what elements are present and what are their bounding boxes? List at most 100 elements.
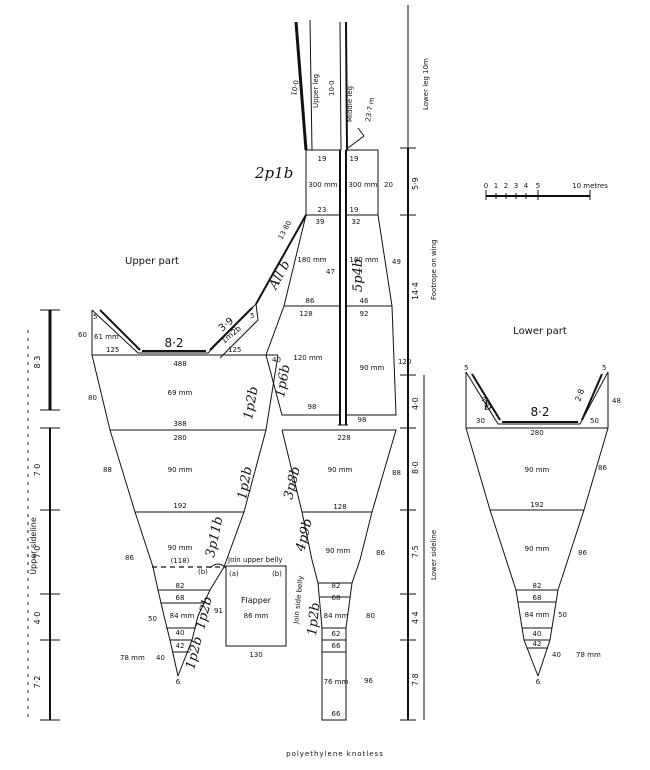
side-b5: 98	[358, 416, 367, 424]
right-axis: Lower leg 10m 5·9 14·4 Footrope on wing …	[400, 5, 438, 721]
side-side1: 20	[384, 181, 393, 189]
lower-b2: 82	[533, 582, 542, 590]
lower-part-title: Lower part	[513, 326, 567, 337]
side-top: 19	[350, 155, 359, 163]
flapper: (a) (b) Flapper 86 mm 130 91	[209, 563, 287, 659]
cut-1p2b-b: 1p2b	[235, 465, 256, 500]
side-right-80: 80	[366, 612, 375, 620]
row2-side: 88	[103, 466, 112, 474]
lower-b4: 40	[533, 630, 542, 638]
cone-d: 42	[176, 642, 185, 650]
mid-mesh1: 300 mm	[308, 181, 337, 189]
cut-1p2b-a: 1p2b	[241, 385, 262, 420]
scale-bar: 0 1 2 3 4 5 10 metres	[484, 182, 608, 200]
right-axis-seg4: 8·0	[411, 461, 420, 474]
mid-top-leg: 13·80	[277, 219, 293, 240]
left-axis-seg3: 7·0	[33, 546, 42, 559]
side-side3: 120	[398, 358, 411, 366]
side-right-86: 86	[376, 549, 385, 557]
cone-c: 40	[176, 629, 185, 637]
flapper-label: Flapper	[241, 596, 272, 605]
row1-side: 80	[88, 394, 97, 402]
body-bot: 66	[332, 710, 341, 718]
side-mesh1: 300 mm	[348, 181, 377, 189]
body-b4: 62	[332, 630, 341, 638]
scale-3: 3	[514, 182, 518, 190]
mid-mesh3: 120 mm	[293, 354, 322, 362]
lower-wing-side: 48	[612, 397, 621, 405]
cut-1p2b-c: 1p2b	[193, 595, 216, 631]
lower-side3: 50	[558, 611, 567, 619]
mid-top: 19	[318, 155, 327, 163]
upper-leg-len: 10·0	[290, 80, 301, 97]
b-label: (b)	[198, 568, 208, 576]
side-cut: 5p4b	[351, 259, 366, 292]
row3-side: 86	[125, 554, 134, 562]
middle-leg-len: 10·0	[328, 80, 336, 96]
wing-base-label: 125	[106, 346, 119, 354]
wing-top-label: 5	[93, 313, 97, 321]
side-b1: 19	[350, 206, 359, 214]
wing-side-label: 60	[78, 331, 87, 339]
row1-mesh: 69 mm	[168, 389, 193, 397]
scale-2: 2	[504, 182, 508, 190]
upper-part-title: Upper part	[125, 256, 179, 267]
side-mesh3: 90 mm	[360, 364, 385, 372]
join-side-belly: Join side belly	[292, 575, 305, 625]
body-top: 228	[337, 434, 350, 442]
body-b3: 68	[332, 594, 341, 602]
lower-mesh2: 90 mm	[525, 545, 550, 553]
side-panel: 19 300 mm 20 19 32 180 mm 49 46 92 90 mm…	[338, 149, 411, 685]
side-b2: 32	[352, 218, 361, 226]
lower-b1: 192	[530, 501, 543, 509]
footrope-label: Footrope on wing	[430, 239, 438, 300]
body-b2: 82	[332, 582, 341, 590]
flapper-mesh: 86 mm	[244, 612, 269, 620]
lower-wing-base-l: 30	[476, 417, 485, 425]
lower-cut-b: b	[484, 399, 492, 414]
cone-mesh: 84 mm	[170, 612, 195, 620]
row3-mesh: 90 mm	[168, 544, 193, 552]
mid-all-b: All b	[266, 258, 294, 293]
left-sideline-axis: 8·3 7·0 7·0 4·0 7·2 Upper sideline	[27, 309, 60, 721]
body-b5: 66	[332, 642, 341, 650]
side-mesh2: 180 mm	[349, 256, 378, 264]
lower-mesh3: 84 mm	[525, 611, 550, 619]
mid-side2: 47	[326, 268, 335, 276]
row3-join: (118)	[171, 557, 190, 565]
row1-top: 488	[173, 360, 186, 368]
mid-side3: 40	[272, 356, 281, 364]
row1-bot: 388	[173, 420, 186, 428]
right-axis-seg5: 7·5	[411, 545, 420, 558]
lower-leg-label: Lower leg 10m	[422, 58, 430, 110]
cut-1p2b-mid: 1p2b	[305, 602, 323, 637]
lower-top: 280	[530, 429, 543, 437]
lower-wing-top-l: 5	[464, 364, 468, 372]
scale-4: 4	[524, 182, 529, 190]
lower-b5: 42	[533, 640, 542, 648]
body-mesh4: 76 mm	[324, 678, 349, 686]
left-axis-seg2: 7·0	[33, 464, 42, 477]
wing-joint: 5	[250, 312, 254, 320]
join-upper-belly: Join upper belly	[227, 556, 282, 564]
cut-1p2b-d: 1p2b	[183, 635, 206, 671]
upper-leg-label: Upper leg	[312, 74, 320, 108]
mid-b1: 23	[318, 206, 327, 214]
lower-side2: 86	[578, 549, 587, 557]
cut-4p9b: 4p9b	[293, 517, 316, 554]
cone-side2: 40	[156, 654, 165, 662]
row2-mesh: 90 mm	[168, 466, 193, 474]
flapper-a: (a)	[229, 570, 239, 578]
row2-top: 280	[173, 434, 186, 442]
cut-3p11b: 3p11b	[203, 515, 226, 559]
side-right-88: 88	[392, 469, 401, 477]
lower-right-leg: 2·8	[573, 388, 586, 403]
right-axis-seg6: 4·4	[411, 611, 420, 624]
scale-end: 10 metres	[572, 182, 608, 190]
lower-span: 8·2	[530, 405, 549, 419]
body-mesh2: 90 mm	[326, 547, 351, 555]
lower-b3: 68	[533, 594, 542, 602]
lower-wing-base-r: 50	[590, 417, 599, 425]
side-b3: 46	[360, 297, 369, 305]
mid-cut-1p6b: 1p6b	[273, 363, 294, 398]
